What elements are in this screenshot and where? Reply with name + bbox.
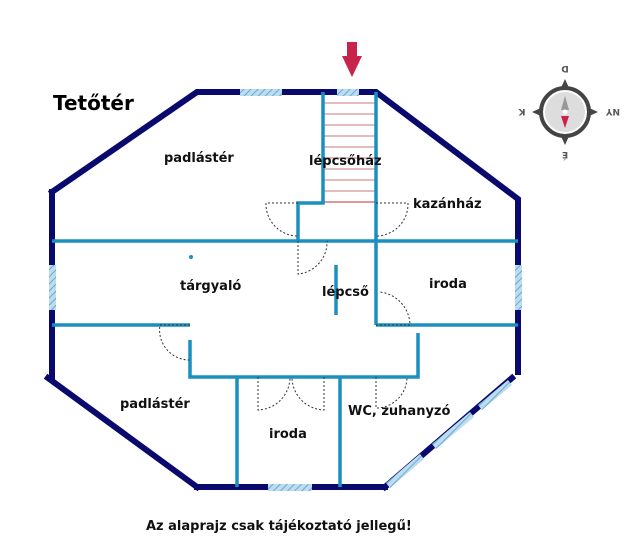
room-targyalo: tárgyaló: [180, 279, 241, 294]
door-padlaster-top: [265, 202, 299, 237]
room-lepcso: lépcső: [322, 285, 369, 300]
compass-icon: D NY É K: [517, 63, 620, 161]
disclaimer: Az alaprajz csak tájékoztató jellegű!: [146, 519, 412, 534]
doors: [159, 202, 411, 411]
compass-label-left: K: [517, 106, 525, 116]
door-iroda-bottom-left: [257, 376, 291, 411]
door-wc: [375, 376, 408, 409]
door-iroda-bottom-right: [291, 376, 325, 411]
compass-label-right: NY: [605, 106, 620, 116]
room-iroda-bottom: iroda: [269, 427, 307, 442]
door-padlaster-bottom: [159, 324, 191, 361]
room-lepcsohaz: lépcsőház: [309, 154, 382, 169]
room-padlaster-top: padlástér: [164, 151, 234, 166]
door-targyalo: [297, 240, 328, 275]
windows: [49, 89, 522, 491]
compass-label-top: D: [561, 63, 568, 73]
inner-walls: [52, 92, 518, 487]
door-iroda-right: [376, 291, 411, 326]
entrance-arrow-icon: [342, 42, 362, 77]
room-wc: WC, zuhanyzó: [348, 404, 450, 419]
room-kazanhaz: kazánház: [413, 197, 482, 212]
door-kazanhaz: [375, 202, 409, 237]
plan-title: Tetőtér: [53, 91, 134, 115]
compass-label-bottom: É: [562, 149, 568, 161]
marker-dot: [189, 255, 193, 259]
stairs: [323, 102, 376, 203]
room-iroda-right: iroda: [429, 277, 467, 292]
room-padlaster-bottom: padlástér: [120, 397, 190, 412]
